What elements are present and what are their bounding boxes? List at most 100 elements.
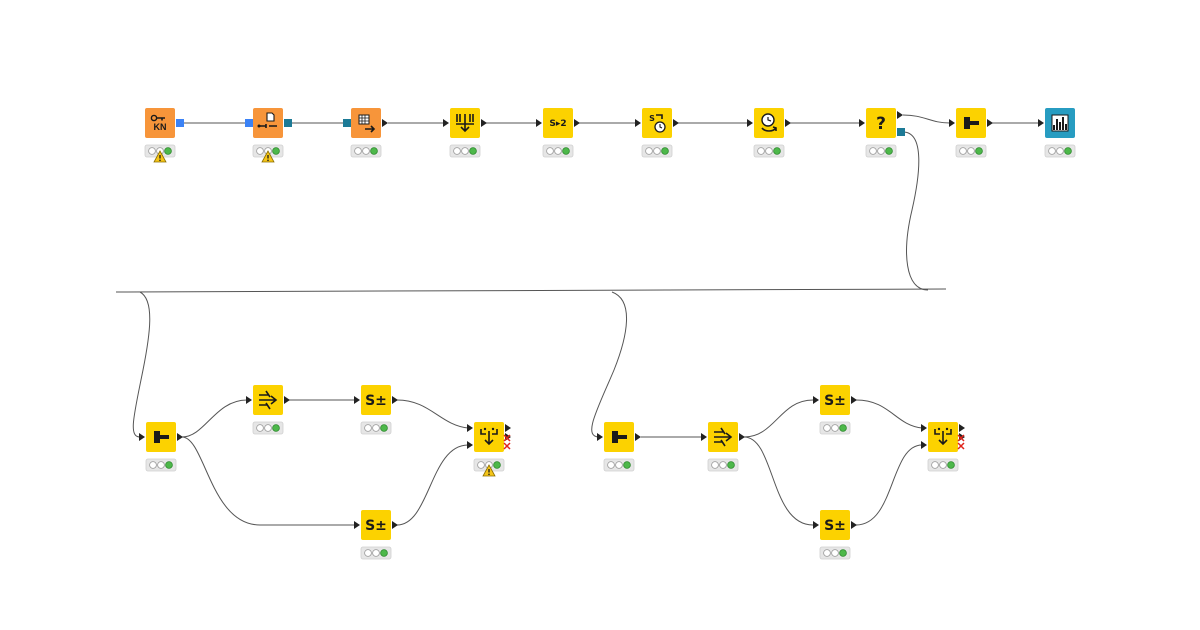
- file-reader-node[interactable]: [245, 108, 292, 163]
- node-body[interactable]: [866, 108, 896, 138]
- input-port[interactable]: [747, 119, 753, 127]
- link-splitter-left-to-column-splitter-left[interactable]: [181, 399, 248, 438]
- traffic-green-light: [493, 461, 501, 469]
- input-port[interactable]: [701, 433, 707, 441]
- traffic-green-light: [975, 147, 983, 155]
- splitter-top-node[interactable]: [949, 108, 993, 158]
- link-to-splitter-right[interactable]: [591, 291, 627, 438]
- traffic-light: [360, 421, 392, 435]
- input-port[interactable]: [343, 119, 351, 127]
- input-port[interactable]: [354, 396, 360, 404]
- node-body[interactable]: [820, 385, 850, 415]
- output-port[interactable]: [739, 433, 745, 441]
- column-splitter-left-node[interactable]: [246, 385, 290, 435]
- traffic-light: [252, 421, 284, 435]
- table-reader-node[interactable]: [343, 108, 388, 158]
- node-body[interactable]: [253, 108, 283, 138]
- link-string-manip-right-top-to-joiner-right[interactable]: [855, 399, 923, 429]
- output-port[interactable]: [392, 396, 398, 404]
- input-port[interactable]: [245, 119, 253, 127]
- link-column-splitter-right-to-string-manip-right-top[interactable]: [743, 399, 814, 438]
- string-to-datetime-node[interactable]: S: [635, 108, 679, 158]
- link-missing-value-to-splitter-top[interactable]: [902, 114, 951, 124]
- output-port[interactable]: [392, 521, 398, 529]
- string-to-number-node[interactable]: S▸2: [536, 108, 580, 158]
- input-port-top[interactable]: [467, 424, 473, 432]
- output-port-top[interactable]: [505, 424, 511, 432]
- input-port[interactable]: [859, 119, 865, 127]
- input-port-bottom[interactable]: [467, 441, 473, 449]
- output-port[interactable]: [673, 119, 679, 127]
- kn-node[interactable]: KN: [144, 108, 184, 163]
- table-output-icon: [358, 114, 376, 133]
- warning-icon[interactable]: [153, 150, 167, 163]
- link-string-manip-left-top-to-joiner-left[interactable]: [396, 399, 469, 429]
- input-port[interactable]: [536, 119, 542, 127]
- string-manip-left-bottom-node[interactable]: S±: [354, 510, 398, 560]
- traffic-light: [927, 458, 959, 472]
- warning-icon[interactable]: [261, 150, 275, 163]
- output-port-bottom[interactable]: [897, 128, 905, 136]
- input-port[interactable]: [813, 396, 819, 404]
- output-port-top[interactable]: [897, 111, 903, 119]
- output-port[interactable]: [284, 396, 290, 404]
- output-port[interactable]: [177, 433, 183, 441]
- link-long-horizontal[interactable]: [115, 288, 947, 293]
- output-port[interactable]: [851, 521, 857, 529]
- traffic-green-light: [773, 147, 781, 155]
- warning-icon[interactable]: [482, 464, 496, 477]
- column-splitter-right-node[interactable]: [701, 422, 745, 472]
- splitter-right-node[interactable]: [597, 422, 641, 472]
- output-port[interactable]: [284, 119, 292, 127]
- input-port-top[interactable]: [921, 424, 927, 432]
- traffic-red-light: [823, 549, 831, 557]
- input-port[interactable]: [246, 396, 252, 404]
- input-port[interactable]: [139, 433, 145, 441]
- input-port[interactable]: [443, 119, 449, 127]
- question-icon: ?: [876, 114, 886, 134]
- node-body[interactable]: [543, 108, 573, 138]
- output-port[interactable]: [382, 119, 388, 127]
- traffic-yellow-light: [831, 549, 839, 557]
- link-string-manip-right-bottom-to-joiner-right[interactable]: [855, 444, 923, 526]
- link-splitter-left-to-string-manip-left-bottom[interactable]: [181, 436, 355, 526]
- node-body[interactable]: [361, 510, 391, 540]
- input-port[interactable]: [635, 119, 641, 127]
- output-port[interactable]: [987, 119, 993, 127]
- column-filter-node[interactable]: [443, 108, 487, 158]
- input-port[interactable]: [813, 521, 819, 529]
- link-to-splitter-left[interactable]: [132, 291, 151, 438]
- link-string-manip-left-bottom-to-joiner-left[interactable]: [396, 444, 469, 526]
- input-port[interactable]: [354, 521, 360, 529]
- s-letter: S: [649, 114, 655, 123]
- input-port[interactable]: [1038, 119, 1044, 127]
- input-port[interactable]: [949, 119, 955, 127]
- link-column-splitter-right-to-string-manip-right-bottom[interactable]: [743, 436, 814, 526]
- splitter-icon: [154, 431, 169, 443]
- string-manip-right-bottom-node[interactable]: S±: [813, 510, 857, 560]
- string-manip-right-top-node[interactable]: S±: [813, 385, 857, 435]
- joiner-right-node[interactable]: [921, 422, 965, 472]
- output-port[interactable]: [176, 119, 184, 127]
- splitter-left-node[interactable]: [139, 422, 183, 472]
- output-port[interactable]: [851, 396, 857, 404]
- datetime-shift-node[interactable]: [747, 108, 791, 158]
- output-port[interactable]: [785, 119, 791, 127]
- output-port[interactable]: [481, 119, 487, 127]
- string-manipulation-icon-text: S±: [824, 518, 846, 534]
- string-to-number-icon-text: S▸2: [549, 119, 566, 129]
- output-port[interactable]: [574, 119, 580, 127]
- input-port[interactable]: [597, 433, 603, 441]
- node-body[interactable]: [361, 385, 391, 415]
- joiner-left-node[interactable]: [467, 422, 511, 477]
- missing-value-node[interactable]: ?: [859, 108, 905, 158]
- node-body[interactable]: [820, 510, 850, 540]
- output-port[interactable]: [635, 433, 641, 441]
- view-node[interactable]: [1038, 108, 1076, 158]
- string-manip-left-top-node[interactable]: S±: [354, 385, 398, 435]
- input-port-bottom[interactable]: [921, 441, 927, 449]
- link-missing-value-loop-down[interactable]: [902, 131, 929, 291]
- output-port-top[interactable]: [959, 424, 965, 432]
- traffic-yellow-light: [615, 461, 623, 469]
